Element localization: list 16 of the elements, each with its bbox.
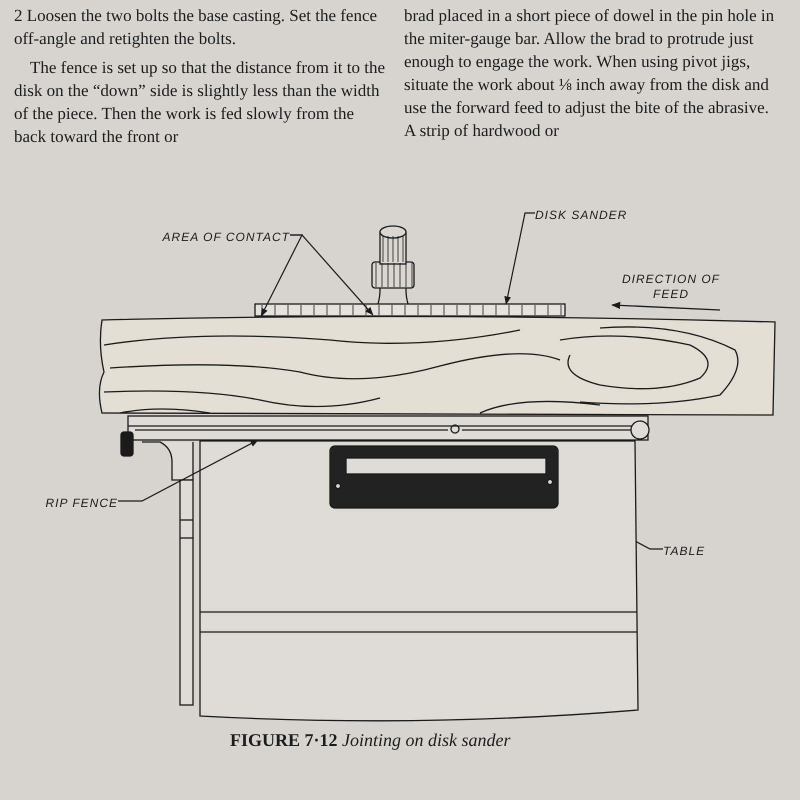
figure-caption: FIGURE 7·12 Jointing on disk sander	[230, 729, 512, 752]
callout-label: DISK SANDER	[535, 207, 628, 224]
callout-label: DIRECTION OF FEED	[621, 272, 721, 302]
body-paragraph: brad placed in a short piece of dowel in the pin hole in the miter-gauge bar. Allow the brad to protrude just enough to engage the work. When using pivot jigs, situate the work about ⅛ inch away from the disk and use the forward feed to adjust the bite of the abrasive. A strip of hardwood or	[404, 5, 776, 142]
table-drawing	[199, 440, 639, 722]
callout-label: TABLE	[663, 543, 706, 560]
body-paragraph: 2 Loosen the two bolts the base casting. Set the fence off-angle and retighten the bolts.	[14, 5, 378, 50]
leader-line	[118, 439, 259, 502]
leader-line	[504, 212, 535, 305]
callout-label: AREA OF CONTACT	[162, 229, 290, 246]
rip-fence-drawing	[120, 415, 650, 706]
leader-line	[290, 234, 374, 316]
leader-line	[636, 540, 663, 550]
leader-line	[260, 234, 303, 317]
body-paragraph: The fence is set up so that the distance from it to the disk on the “down” side is slightly less than the width of the piece. Then the work is fed slowly from the back toward the front or	[14, 57, 386, 148]
callout-label: RIP FENCE	[45, 495, 118, 512]
